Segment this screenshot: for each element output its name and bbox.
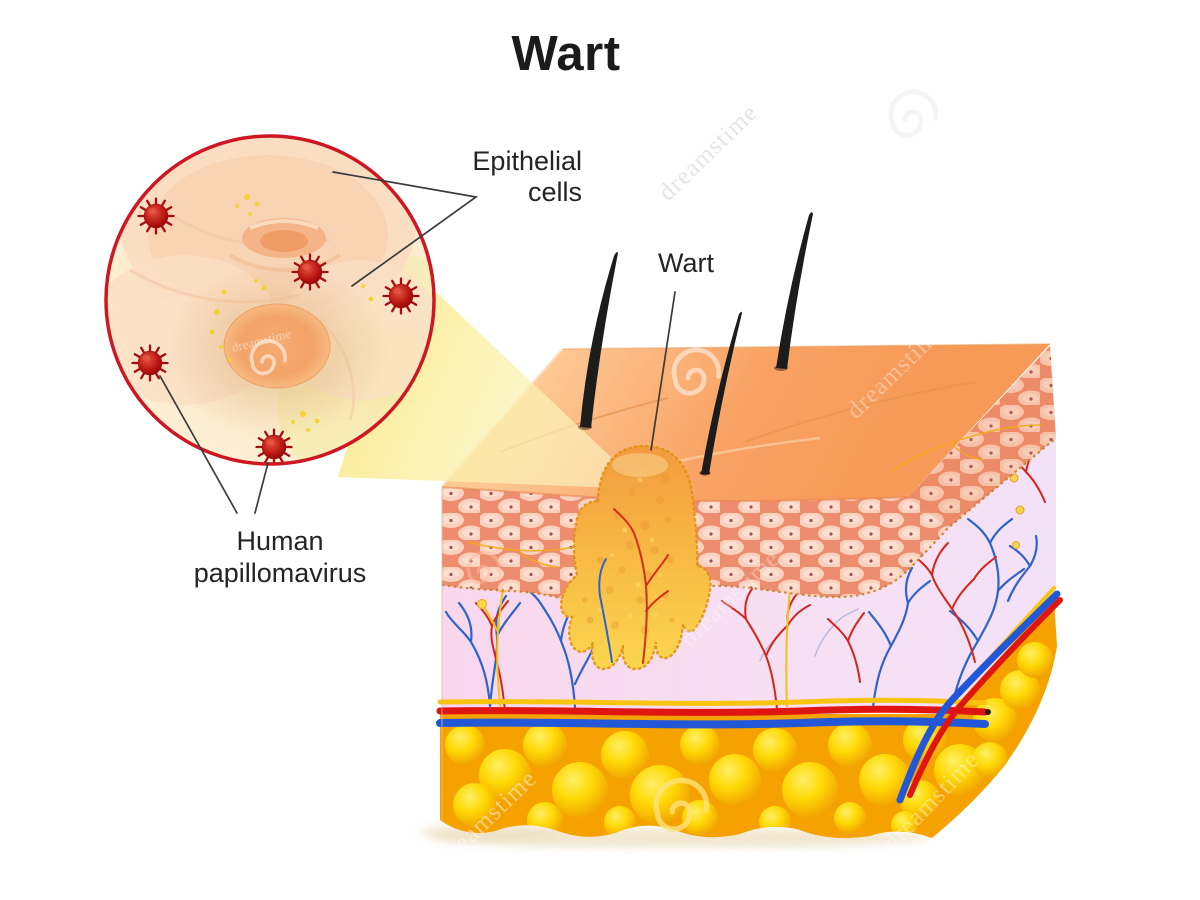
- fat-layer: [420, 598, 1057, 848]
- magnifier-ring: [104, 134, 436, 466]
- watermark-spiral: [891, 92, 936, 135]
- label-wart: Wart: [658, 248, 714, 278]
- hair: [580, 252, 618, 428]
- wart-growth: [559, 444, 712, 671]
- hair: [776, 212, 813, 369]
- vessel-band: [436, 586, 1063, 804]
- watermark-text: dreamstime: [653, 99, 763, 206]
- label-hpv: Human papillomavirus: [193, 526, 367, 588]
- label-epithelial-cells: Epithelial cells: [472, 146, 582, 207]
- hair: [701, 311, 742, 474]
- virus-speckles: [209, 194, 374, 432]
- leader-lines: [159, 171, 676, 514]
- leader-wart: [650, 291, 676, 451]
- hairs: [578, 212, 813, 476]
- leader-hpv: [159, 375, 269, 514]
- epidermal-nerves: [467, 424, 1043, 568]
- diagram-title: Wart: [511, 27, 621, 81]
- cell-nucleus: [223, 303, 331, 389]
- leader-epithelial: [332, 171, 479, 287]
